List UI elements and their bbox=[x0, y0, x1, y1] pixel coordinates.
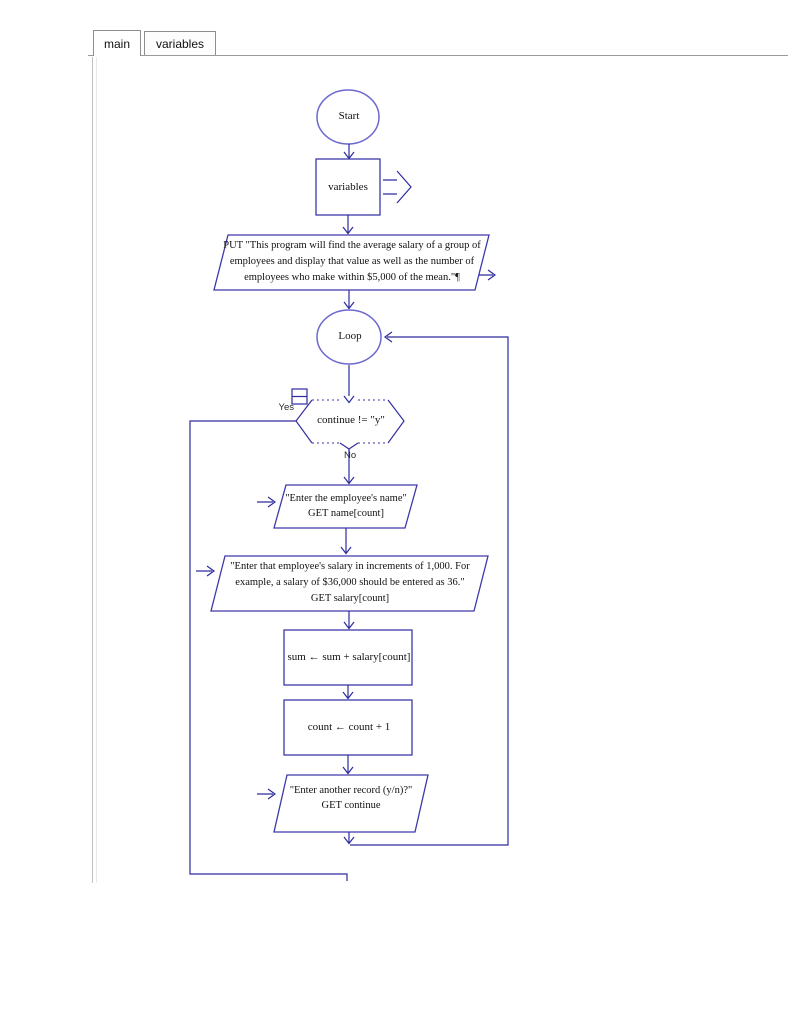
output-arrow-icon bbox=[479, 269, 497, 281]
connector-no-to-name bbox=[343, 449, 355, 485]
tab-bar: main variables bbox=[88, 30, 788, 57]
continue-input-text[interactable]: "Enter another record (y/n)?" GET contin… bbox=[280, 783, 422, 813]
yes-branch-label: Yes bbox=[278, 402, 295, 413]
loop-label[interactable]: Loop bbox=[338, 330, 362, 342]
node-name-input-parallelogram[interactable] bbox=[273, 484, 418, 529]
no-branch-label: No bbox=[344, 450, 357, 461]
connector-variables-to-put bbox=[342, 215, 354, 235]
continue-get-line: GET continue bbox=[321, 800, 381, 811]
node-continue-input-parallelogram[interactable] bbox=[273, 774, 429, 833]
tab-variables[interactable]: variables bbox=[144, 31, 216, 55]
node-salary-input-parallelogram[interactable] bbox=[210, 555, 489, 612]
connector-count-to-continue bbox=[342, 755, 354, 775]
name-get-line: GET name[count] bbox=[308, 508, 384, 519]
input-arrow-icon-salary bbox=[196, 565, 216, 577]
node-put-parallelogram[interactable] bbox=[213, 234, 490, 291]
connector-loop-back bbox=[343, 331, 509, 846]
count-assignment-text[interactable]: count ← count + 1 bbox=[307, 721, 391, 733]
connector-name-to-salary bbox=[340, 528, 352, 555]
connector-start-to-variables bbox=[343, 144, 355, 160]
subchart-call-arrow-icon bbox=[383, 170, 412, 204]
tab-main[interactable]: main bbox=[93, 30, 141, 56]
connector-loop-to-decision bbox=[343, 365, 355, 404]
canvas-left-border bbox=[92, 57, 97, 883]
continue-prompt-line: "Enter another record (y/n)?" bbox=[289, 785, 413, 796]
start-label[interactable]: Start bbox=[338, 110, 360, 122]
connector-yes-branch bbox=[189, 420, 348, 881]
connector-salary-to-sum bbox=[343, 611, 355, 630]
name-prompt-line: "Enter the employee's name" bbox=[285, 493, 407, 504]
node-loop-oval[interactable] bbox=[316, 309, 382, 365]
salary-prompt-line: "Enter that employee's salary in increme… bbox=[230, 561, 470, 588]
node-start-oval[interactable] bbox=[316, 89, 380, 145]
salary-get-line: GET salary[count] bbox=[310, 593, 390, 604]
sum-assignment-text[interactable]: sum ← sum + salary[count] bbox=[287, 651, 411, 663]
salary-input-text[interactable]: "Enter that employee's salary in increme… bbox=[222, 559, 478, 607]
loop-exit-count-icon[interactable] bbox=[291, 388, 308, 405]
node-count-assignment-box[interactable] bbox=[283, 699, 413, 756]
decision-condition-text[interactable]: continue != "y" bbox=[317, 414, 385, 426]
input-arrow-icon-name bbox=[257, 496, 277, 508]
connector-put-to-loop bbox=[343, 290, 355, 310]
variables-label[interactable]: variables bbox=[328, 181, 368, 193]
put-statement-text[interactable]: PUT "This program will find the average … bbox=[223, 240, 481, 283]
connector-sum-to-count bbox=[342, 685, 354, 700]
name-input-text[interactable]: "Enter the employee's name" GET name[cou… bbox=[278, 491, 414, 521]
node-sum-assignment-box[interactable] bbox=[283, 629, 413, 686]
tab-bar-divider bbox=[88, 55, 788, 56]
input-arrow-icon-continue bbox=[257, 788, 277, 800]
